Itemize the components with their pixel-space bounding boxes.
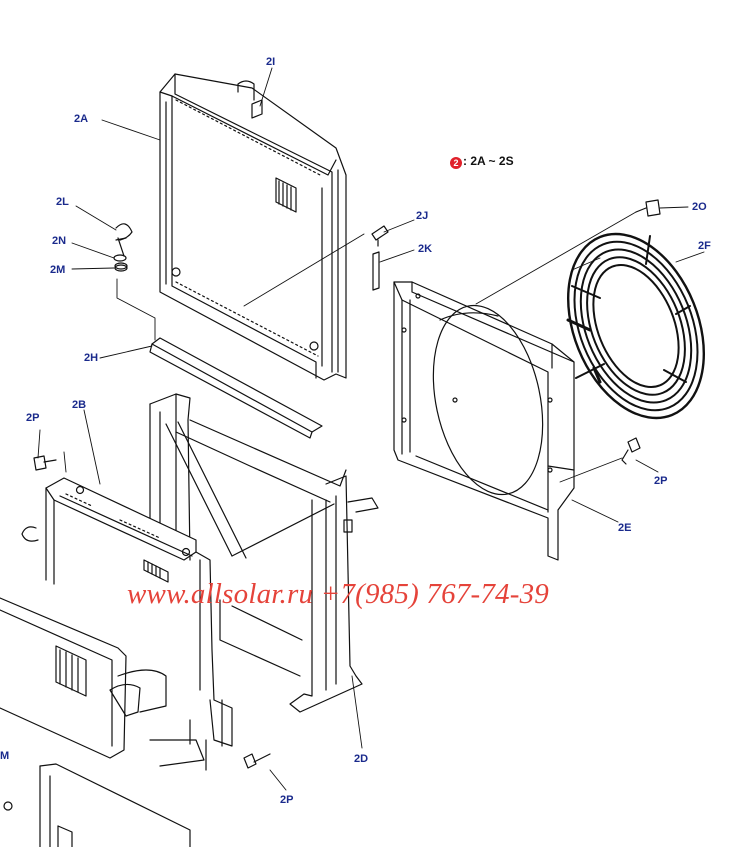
callout-2P-right: 2P [654,475,668,487]
fan-guard-2F [566,232,706,420]
callout-2H: 2H [84,352,99,364]
callout-2L: 2L [56,196,69,208]
reference-legend: 2: 2A ~ 2S [450,154,514,169]
callout-2I: 2I [266,56,276,68]
callout-2P-left: 2P [26,412,40,424]
reference-range: : 2A ~ 2S [463,154,514,168]
bolt-2O [635,199,661,217]
bolt-2L [115,223,133,257]
lower-cooler-panel [0,597,205,847]
bolt-2P-bottom [243,753,271,769]
callout-2B: 2B [72,399,87,411]
callout-2N: 2N [52,235,67,247]
callout-2E: 2E [618,522,632,534]
reference-badge: 2 [450,157,462,169]
radiator-core-2A [159,73,347,381]
washer-2N [113,254,127,262]
cooler-frame-2B [21,477,233,771]
leader-lines [37,67,705,791]
seal-strip-2H [149,337,323,439]
mounting-frame-2D [149,393,379,713]
callout-2K: 2K [418,243,433,255]
clamp-2J [371,225,389,247]
callout-2D: 2D [354,753,369,765]
rod-2K [372,251,380,291]
callout-2J: 2J [416,210,429,222]
fan-shroud-2E [393,281,575,561]
bolt-2P-left [33,455,57,471]
callout-2F: 2F [698,240,711,252]
callout-M-edge: M [0,750,10,762]
callout-2O: 2O [692,201,707,213]
callout-2P-bottom: 2P [280,794,294,806]
watermark-text: www.allsolar.ru +7(985) 767-74-39 [127,578,549,610]
callout-2M: 2M [50,264,66,276]
nut-2M [114,262,128,272]
callout-2A: 2A [74,113,89,125]
bolt-2P-right [621,437,641,465]
